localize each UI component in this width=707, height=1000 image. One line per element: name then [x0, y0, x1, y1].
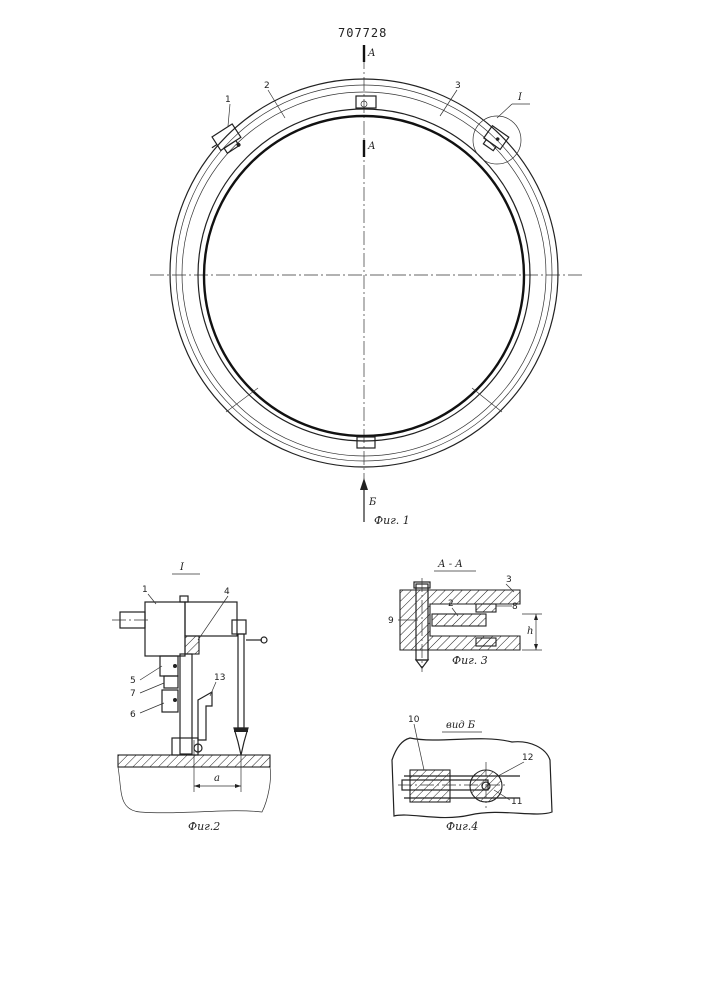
fig2-stylus-tip: [234, 728, 248, 755]
fig1-detail-mark: I: [517, 92, 523, 103]
fig4-title: вид Б: [446, 720, 476, 731]
fig2-top-screw: [180, 596, 188, 602]
fig3-title: А - А: [437, 559, 463, 570]
fig2-caption: Фиг.2: [188, 820, 220, 833]
fig2-column: [180, 654, 192, 754]
fig1-tick-lower-left: [226, 388, 258, 412]
fig1-callout-1: 1: [225, 95, 231, 105]
fig2-callout-6: 6: [130, 710, 136, 720]
fig2-gear-7: [164, 676, 178, 688]
figure-1: А А Б 1 2 3 I Фиг. 1: [150, 45, 585, 527]
fig4-callout-11: 11: [511, 797, 522, 807]
fig2-callout-1: 1: [142, 585, 148, 595]
figure-4: вид Б 10 12 11 Фиг.4: [392, 715, 552, 833]
fig3-pad-lower: [476, 638, 496, 646]
fig2-callout-5: 5: [130, 676, 136, 686]
fig2-block-4: [185, 636, 199, 654]
figure-2: I a: [112, 562, 271, 833]
fig3-callout-8: 8: [512, 602, 518, 612]
fig1-view-arrow-head: [360, 478, 368, 490]
fig2-clamp-right: [232, 620, 246, 634]
fig4-caption: Фиг.4: [446, 820, 478, 833]
fig3-callout-9: 9: [388, 616, 394, 626]
fig4-block-10: [410, 770, 450, 802]
fig4-callout-10: 10: [408, 715, 420, 725]
fig2-callout-4: 4: [224, 587, 230, 597]
fig1-section-mark-mid: А: [367, 141, 376, 152]
fig2-title: I: [179, 562, 185, 573]
fig3-callout-2: 2: [448, 599, 454, 609]
fig3-dimension-h: h: [527, 626, 533, 637]
fig2-callout-13: 13: [214, 673, 225, 683]
fig1-callout-3: 3: [455, 81, 461, 91]
fig1-caption: Фиг. 1: [374, 514, 410, 527]
fig1-section-mark-top: А: [367, 48, 376, 59]
fig2-stylus-rod: [238, 634, 244, 728]
fig1-callout-2: 2: [264, 81, 270, 91]
fig2-dimension-a: a: [214, 773, 220, 784]
fig4-callout-12: 12: [522, 753, 533, 763]
patent-number: 707728: [338, 26, 387, 40]
figure-3: А - А h 3 2 8 9 Фиг. 3: [388, 559, 542, 672]
fig2-callout-7: 7: [130, 689, 136, 699]
fig2-bracket-13: [198, 692, 212, 740]
fig3-ring-2: [432, 614, 486, 626]
fig3-caption: Фиг. 3: [452, 654, 488, 667]
fig2-body-1: [145, 602, 185, 656]
fig3-pad-8: [476, 604, 496, 612]
fig2-body-arm: [185, 602, 237, 636]
fig3-callout-3: 3: [506, 575, 512, 585]
fig1-bottom-clamp: [357, 437, 375, 448]
fig1-view-mark: Б: [368, 497, 377, 508]
